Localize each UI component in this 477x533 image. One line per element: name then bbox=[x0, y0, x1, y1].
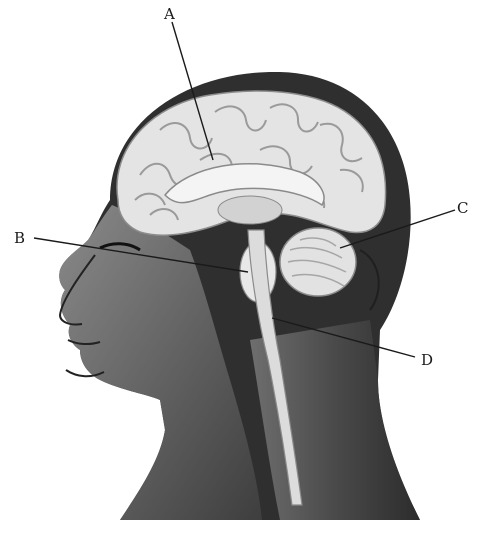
label-A: A bbox=[163, 5, 175, 23]
label-B: B bbox=[14, 229, 25, 247]
label-C: C bbox=[457, 199, 468, 217]
thalamus bbox=[218, 196, 282, 224]
cerebellum bbox=[280, 228, 356, 296]
label-D: D bbox=[421, 351, 433, 369]
